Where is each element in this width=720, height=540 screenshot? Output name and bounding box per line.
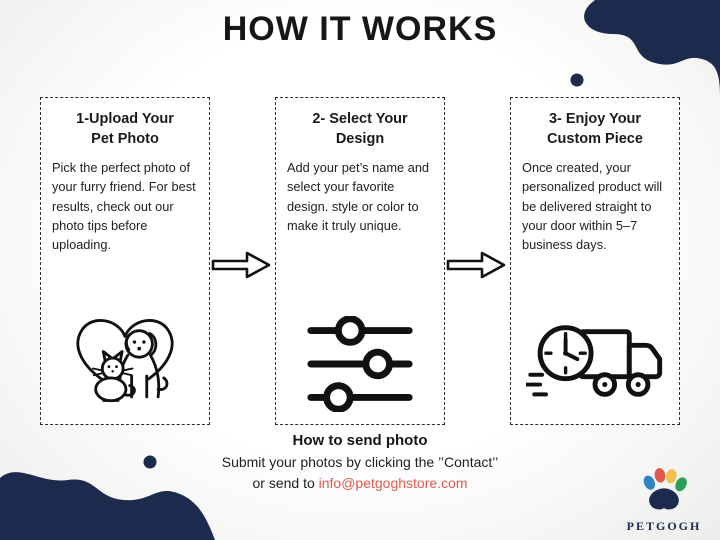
blob-dot bbox=[570, 73, 584, 87]
step-card-upload: 1-Upload Your Pet Photo Pick the perfect… bbox=[40, 97, 210, 425]
step-icon-wrap bbox=[52, 308, 198, 414]
step-title-line2: Custom Piece bbox=[547, 130, 643, 147]
step-icon-wrap bbox=[522, 314, 668, 414]
step-title: 3- Enjoy Your Custom Piece bbox=[522, 110, 668, 149]
blob-dot bbox=[143, 455, 157, 469]
step-description: Add your pet’s name and select your favo… bbox=[287, 160, 430, 233]
brand-name: PETGOGH bbox=[626, 519, 702, 533]
footer-send-prefix: or send to bbox=[252, 475, 319, 491]
truck-clock-icon bbox=[526, 325, 663, 397]
step-title-line1: 1-Upload Your bbox=[76, 111, 174, 127]
dog-cat-heart-icon bbox=[76, 319, 174, 403]
steps-row: 1-Upload Your Pet Photo Pick the perfect… bbox=[40, 97, 680, 425]
footer-send-line: or send to info@petgoghstore.com bbox=[0, 475, 720, 491]
arrow-icon bbox=[211, 251, 271, 279]
paw-icon bbox=[643, 468, 687, 510]
step-icon-wrap bbox=[287, 316, 433, 414]
step-title-line2: Pet Photo bbox=[91, 130, 159, 147]
step-card-design: 2- Select Your Design Add your pet’s nam… bbox=[275, 97, 445, 425]
arrow-icon bbox=[446, 251, 506, 279]
page-title: HOW IT WORKS bbox=[222, 10, 498, 48]
step-title-line1: 3- Enjoy Your bbox=[548, 111, 642, 127]
step-description: Pick the perfect photo of your furry fri… bbox=[52, 160, 196, 252]
email-link[interactable]: info@petgoghstore.com bbox=[318, 475, 468, 491]
corner-blob-top-right bbox=[570, 0, 720, 95]
step-description: Once created, your personalized product … bbox=[522, 160, 663, 252]
brand-logo: PETGOGH bbox=[622, 467, 706, 534]
step-title-line2: Design bbox=[335, 130, 385, 147]
corner-blob-bottom-left bbox=[0, 455, 215, 540]
footer: How to send photo Submit your photos by … bbox=[0, 432, 720, 496]
step-title-line1: 2- Select Your bbox=[312, 111, 408, 127]
sliders-icon bbox=[307, 316, 413, 412]
step-card-delivery: 3- Enjoy Your Custom Piece Once created,… bbox=[510, 97, 680, 425]
step-title: 1-Upload Your Pet Photo bbox=[52, 110, 198, 149]
step-title: 2- Select Your Design bbox=[287, 110, 433, 149]
footer-instruction: Submit your photos by clicking the ’’Con… bbox=[221, 454, 499, 470]
footer-heading: How to send photo bbox=[292, 432, 428, 449]
